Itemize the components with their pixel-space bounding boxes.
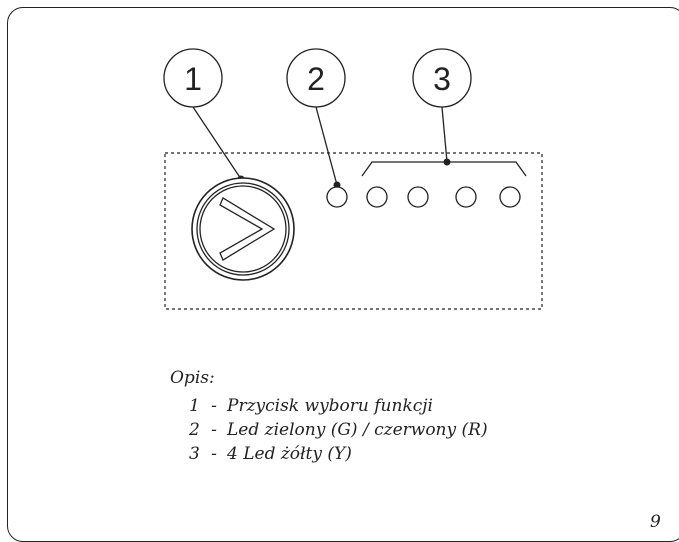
legend-item-separator: -: [211, 420, 217, 440]
function-button[interactable]: [191, 177, 295, 281]
chevron-right-icon: [219, 197, 276, 261]
yellow-led-4: [499, 186, 521, 208]
legend-item-text: Przycisk wyboru funkcji: [227, 396, 433, 416]
callout-2: 2: [286, 48, 346, 189]
callout-2-leader: [315, 106, 338, 186]
legend-item: 1-Przycisk wyboru funkcji: [189, 394, 488, 418]
legend-title: Opis:: [170, 368, 215, 388]
callout-3: 3: [361, 48, 527, 177]
legend-item-number: 1: [189, 396, 200, 416]
callout-1-leader: [192, 106, 242, 180]
legend-item-separator: -: [211, 444, 217, 464]
legend-item-number: 2: [189, 420, 200, 440]
yellow-led-3: [455, 186, 477, 208]
callout-1-label: 1: [184, 61, 202, 97]
yellow-led-1: [366, 186, 388, 208]
legend-item-number: 3: [189, 444, 200, 464]
yellow-led-bracket: [361, 161, 527, 177]
legend-item-separator: -: [211, 396, 217, 416]
green-red-led: [326, 186, 348, 208]
callout-2-label: 2: [307, 61, 325, 97]
legend-item: 3-4 Led żółty (Y): [189, 442, 488, 466]
legend-item-text: 4 Led żółty (Y): [227, 444, 352, 464]
legend-item-text: Led zielony (G) / czerwony (R): [227, 420, 488, 440]
callout-3-label: 3: [433, 61, 451, 97]
control-panel-outline: [164, 152, 543, 310]
legend: Opis: 1-Przycisk wyboru funkcji 2-Led zi…: [170, 368, 488, 466]
yellow-led-2: [407, 186, 429, 208]
callout-3-leader: [441, 106, 448, 163]
page-number: 9: [650, 512, 661, 532]
legend-item: 2-Led zielony (G) / czerwony (R): [189, 418, 488, 442]
callout-1: 1: [163, 48, 245, 183]
